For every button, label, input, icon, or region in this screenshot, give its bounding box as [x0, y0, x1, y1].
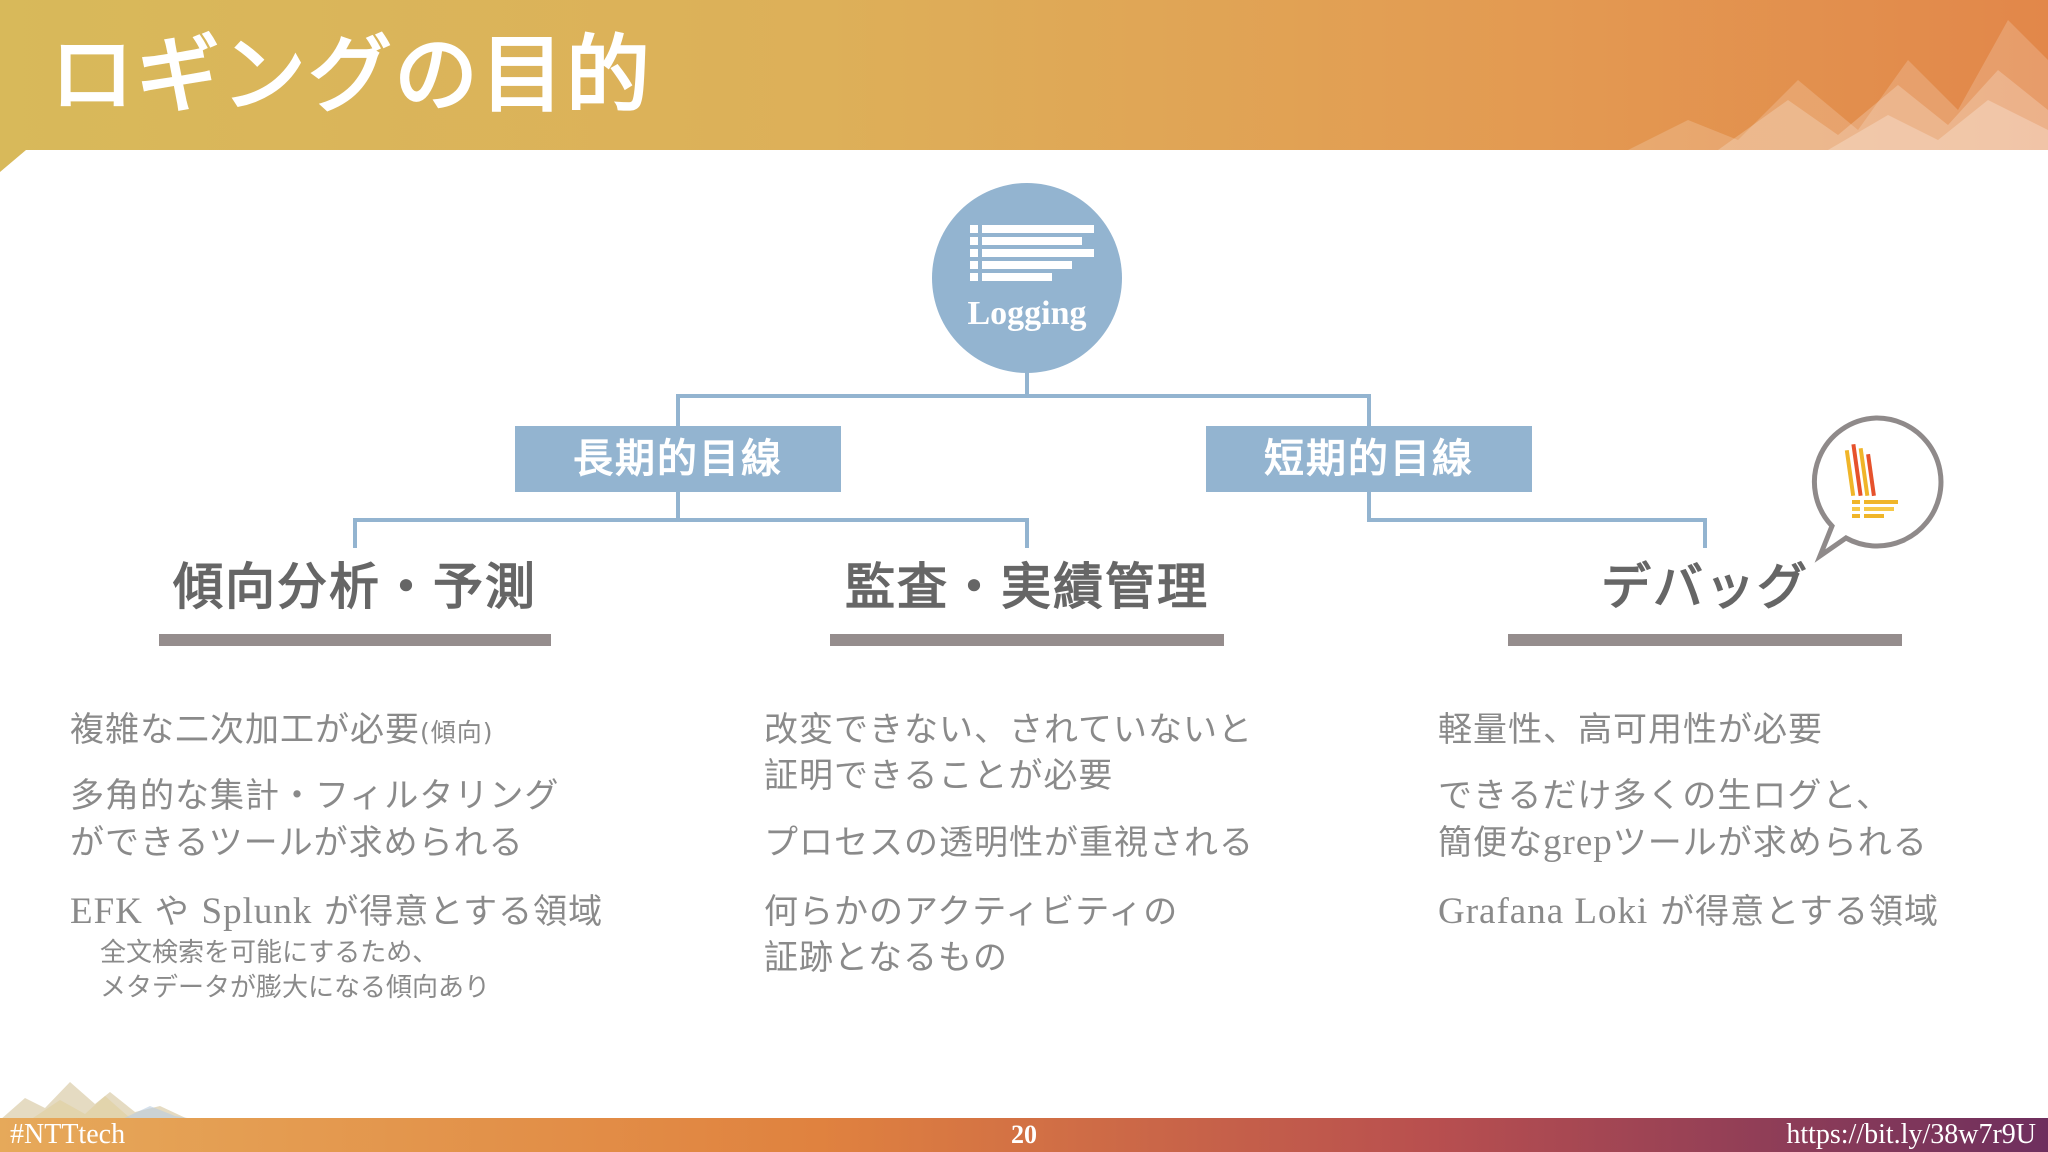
debug-line-3: Grafana Loki が得意とする領域: [1438, 889, 1939, 935]
debug-line-2b-suffix: ツールが求められる: [1613, 823, 1928, 863]
trend-line-1-main: 複雑な二次加工が必要: [70, 710, 420, 750]
debug-line-2b-prefix: 簡便な: [1438, 823, 1543, 863]
splunk-name: Splunk: [202, 891, 313, 932]
audit-line-3a: 何らかのアクティビティの: [764, 889, 1178, 935]
efk-name: EFK: [70, 891, 143, 932]
heading-rule: [830, 634, 1224, 646]
footer-bar: #NTTtech 20 https://bit.ly/38w7r9U: [0, 1118, 2048, 1152]
audit-line-1b: 証明できることが必要: [764, 753, 1113, 799]
audit-line-2: プロセスの透明性が重視される: [764, 820, 1254, 866]
debug-line-2b: 簡便なgrepツールが求められる: [1438, 820, 1928, 866]
logging-label: Logging: [932, 295, 1122, 333]
trend-line-2b: ができるツールが求められる: [70, 820, 524, 866]
heading-trend-analysis: 傾向分析・予測: [159, 552, 551, 622]
grep-name: grep: [1543, 822, 1613, 863]
category-long-term: 長期的目線: [515, 426, 841, 492]
trend-line-3: EFK や Splunk が得意とする領域: [70, 889, 603, 935]
debug-line-2a: できるだけ多くの生ログと、: [1438, 773, 1891, 819]
trend-line-1: 複雑な二次加工が必要(傾向): [70, 707, 494, 756]
trend-line-3-mid: や: [155, 892, 190, 932]
audit-line-3b: 証跡となるもの: [764, 935, 1008, 981]
audit-line-1a: 改変できない、されていないと: [764, 707, 1253, 753]
heading-audit: 監査・実績管理: [830, 552, 1224, 622]
page-number: 20: [0, 1118, 2048, 1152]
category-short-term: 短期的目線: [1206, 426, 1532, 492]
trend-line-1-note: (傾向): [420, 718, 494, 747]
footer-url[interactable]: https://bit.ly/38w7r9U: [1786, 1118, 2036, 1152]
trend-note-1: 全文検索を可能にするため、: [100, 935, 438, 971]
document-lines-icon: [970, 225, 1094, 289]
grafana-loki-logo-icon: [1806, 414, 1946, 564]
debug-line-1: 軽量性、高可用性が必要: [1438, 707, 1823, 753]
trend-line-3-suffix: が得意とする領域: [324, 892, 603, 932]
heading-rule: [1508, 634, 1902, 646]
heading-rule: [159, 634, 551, 646]
logging-root-node: Logging: [932, 183, 1122, 373]
trend-line-2a: 多角的な集計・フィルタリング: [70, 773, 559, 819]
grafana-loki-name: Grafana Loki: [1438, 891, 1648, 932]
footer-mountains-decoration: [0, 1078, 200, 1120]
debug-line-3-suffix: が得意とする領域: [1660, 892, 1939, 932]
trend-note-2: メタデータが膨大になる傾向あり: [100, 970, 490, 1006]
